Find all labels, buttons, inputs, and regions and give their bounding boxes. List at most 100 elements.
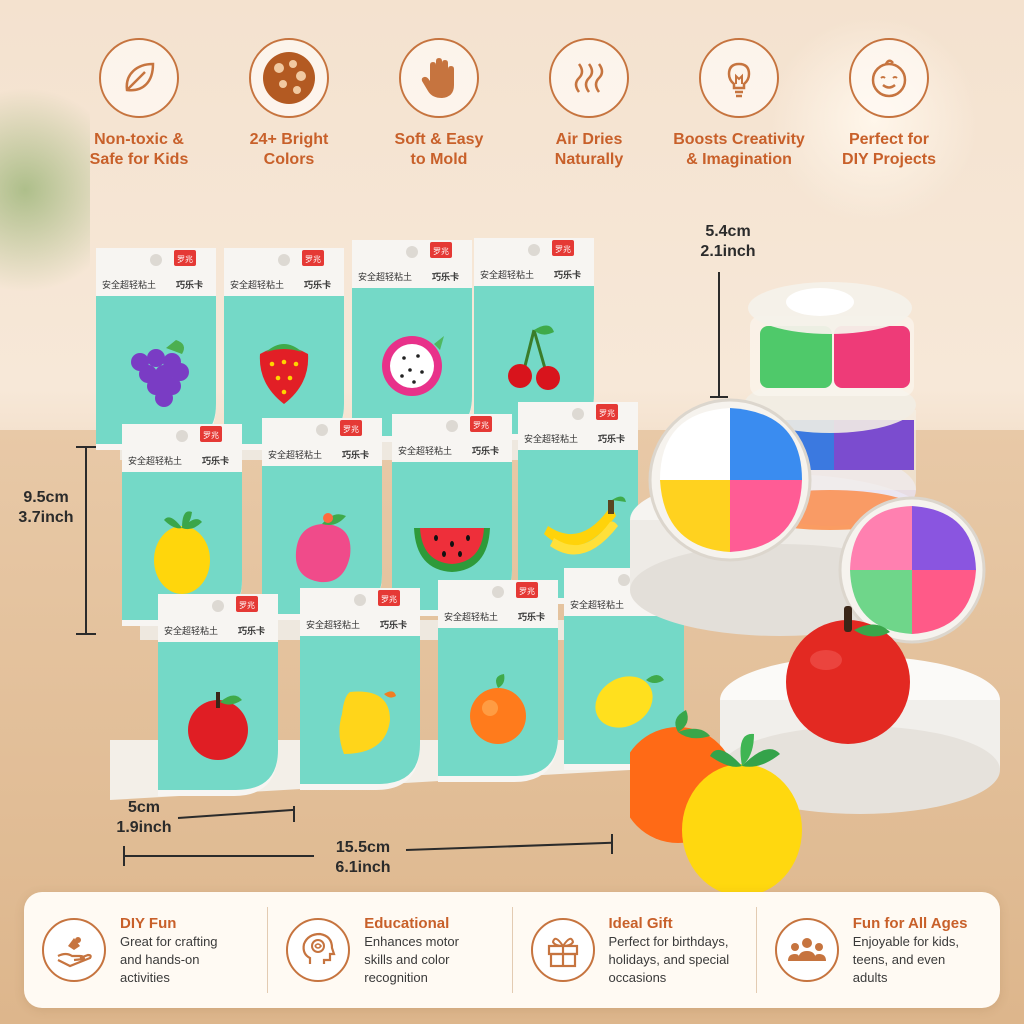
card-graphic: 罗兆 安全超轻粘土 巧乐卡 (352, 240, 472, 442)
feature-label: Perfect for DIY Projects (842, 131, 936, 168)
card-badge: 罗兆 (555, 244, 571, 254)
product-card-cherry: 罗兆 安全超轻粘土 巧乐卡 (470, 234, 598, 444)
product-card-orange: 罗兆 安全超轻粘土 巧乐卡 (434, 576, 562, 786)
clay-mango-figure (339, 691, 396, 754)
feature-soft-mold: Soft & Easy to Mold (364, 38, 514, 178)
total-width-tick-right (611, 834, 613, 854)
card-brand: 巧乐卡 (518, 611, 545, 623)
feature-icon-circle (549, 38, 629, 118)
clay-pineapple-figure (154, 511, 210, 594)
card-title: 安全超轻粘土 (358, 271, 412, 283)
card-width-dimension-label: 5cm 1.9inch (116, 799, 172, 836)
leaf-icon (125, 62, 155, 92)
benefit-educational: Educational Enhances motor skills and co… (267, 907, 511, 993)
card-graphic: 罗兆 安全超轻粘土 巧乐卡 (392, 414, 512, 616)
card-graphic: 罗兆 安全超轻粘土 巧乐卡 (122, 424, 242, 626)
benefit-icon-circle (42, 918, 106, 982)
card-title: 安全超轻粘土 (128, 455, 182, 467)
feature-label: 24+ Bright Colors (249, 131, 329, 168)
benefit-icon-circle (286, 918, 351, 982)
product-card-grape: 罗兆 安全超轻粘土 巧乐卡 (92, 244, 220, 454)
container-dimension-tick (710, 396, 728, 398)
clay-orange-figure (470, 674, 526, 744)
feature-creativity: Boosts Creativity & Imagination (664, 38, 814, 178)
benefit-ideal-gift: Ideal Gift Perfect for birthdays, holida… (511, 907, 756, 993)
benefit-icon-circle (530, 918, 595, 982)
card-graphic: 罗兆 安全超轻粘土 巧乐卡 (224, 248, 344, 450)
clay-apple (786, 606, 910, 744)
card-title: 安全超轻粘土 (398, 445, 452, 457)
benefit-description: Enhances motor skills and color recognit… (364, 933, 459, 985)
height-dimension-label: 9.5cm 3.7inch (18, 489, 74, 526)
hands-craft-icon (57, 937, 92, 968)
card-title: 安全超轻粘土 (306, 619, 360, 631)
card-width-dimension-tick (293, 806, 295, 822)
height-dimension-tick-bottom (76, 633, 96, 635)
clay-banana-figure (544, 496, 626, 555)
card-brand: 巧乐卡 (304, 279, 331, 291)
height-dimension-tick-top (76, 446, 96, 448)
benefit-title: Educational (364, 914, 450, 932)
background-plant (0, 60, 90, 320)
product-card-apple: 罗兆 安全超轻粘土 巧乐卡 (154, 590, 282, 800)
feature-label: Air Dries Naturally (554, 131, 624, 168)
card-brand: 巧乐卡 (238, 625, 265, 637)
clay-cherry-figure (508, 325, 560, 390)
benefit-description: Perfect for birthdays, holidays, and spe… (608, 933, 730, 985)
card-title: 安全超轻粘土 (524, 433, 578, 445)
card-badge: 罗兆 (305, 254, 321, 264)
lightbulb-icon (727, 62, 751, 98)
card-graphic: 罗兆 安全超轻粘土 巧乐卡 (262, 418, 382, 620)
card-badge: 罗兆 (343, 424, 359, 434)
product-card-mango: 罗兆 安全超轻粘土 巧乐卡 (296, 584, 424, 794)
total-width-dimension-label: 15.5cm 6.1inch (335, 839, 391, 876)
baby-face-icon (871, 59, 907, 98)
container-dimension-label: 5.4cm 2.1inch (700, 223, 756, 260)
feature-icon-circle (699, 38, 779, 118)
card-badge: 罗兆 (519, 586, 535, 596)
card-title: 安全超轻粘土 (268, 449, 322, 461)
benefit-title: Fun for All Ages (852, 914, 968, 932)
container-dimension-line (718, 272, 720, 396)
benefit-description: Enjoyable for kids, teens, and even adul… (852, 933, 959, 985)
clay-grape-figure (131, 340, 189, 407)
card-graphic: 罗兆 安全超轻粘土 巧乐卡 (300, 588, 420, 790)
feature-bright-colors: 24+ Bright Colors (214, 38, 364, 178)
product-card-strawberry: 罗兆 安全超轻粘土 巧乐卡 (220, 244, 348, 454)
card-badge: 罗兆 (203, 430, 219, 440)
card-title: 安全超轻粘土 (480, 269, 534, 281)
card-graphic: 罗兆 安全超轻粘土 巧乐卡 (474, 238, 594, 440)
card-brand: 巧乐卡 (202, 455, 229, 467)
feature-icon-circle (249, 38, 329, 118)
open-container-right (838, 496, 986, 644)
card-graphic: 罗兆 安全超轻粘土 巧乐卡 (438, 580, 558, 782)
feature-icon-circle (99, 38, 179, 118)
brain-head-icon (302, 932, 336, 964)
card-brand: 巧乐卡 (342, 449, 369, 461)
feature-label: Non-toxic & Safe for Kids (89, 131, 189, 168)
feature-icon-circle (399, 38, 479, 118)
card-brand: 巧乐卡 (176, 279, 203, 291)
clay-dragonfruit-figure (382, 336, 444, 396)
card-brand: 巧乐卡 (432, 271, 459, 283)
product-card-pineapple: 罗兆 安全超轻粘土 巧乐卡 (118, 420, 246, 630)
clay-pineapple (682, 733, 802, 896)
card-brand: 巧乐卡 (472, 445, 499, 457)
clay-apple-figure (188, 692, 248, 760)
feature-diy-projects: Perfect for DIY Projects (814, 38, 964, 178)
product-card-dragonfruit: 罗兆 安全超轻粘土 巧乐卡 (348, 236, 476, 446)
benefit-title: Ideal Gift (608, 914, 673, 932)
clay-lemon-figure (595, 675, 664, 728)
feature-label: Boosts Creativity & Imagination (673, 131, 805, 168)
benefit-title: DIY Fun (120, 914, 177, 932)
total-width-dimension-line-left (124, 855, 314, 857)
gift-icon (547, 937, 578, 968)
palette-icon (263, 52, 315, 104)
feature-icon-circle (849, 38, 929, 118)
people-icon (787, 938, 826, 961)
card-brand: 巧乐卡 (598, 433, 625, 445)
product-card-watermelon: 罗兆 安全超轻粘土 巧乐卡 (388, 410, 516, 620)
benefit-diy-fun: DIY Fun Great for crafting and hands-on … (24, 907, 267, 993)
total-width-tick-left (123, 846, 125, 866)
card-graphic: 罗兆 安全超轻粘土 巧乐卡 (158, 594, 278, 796)
